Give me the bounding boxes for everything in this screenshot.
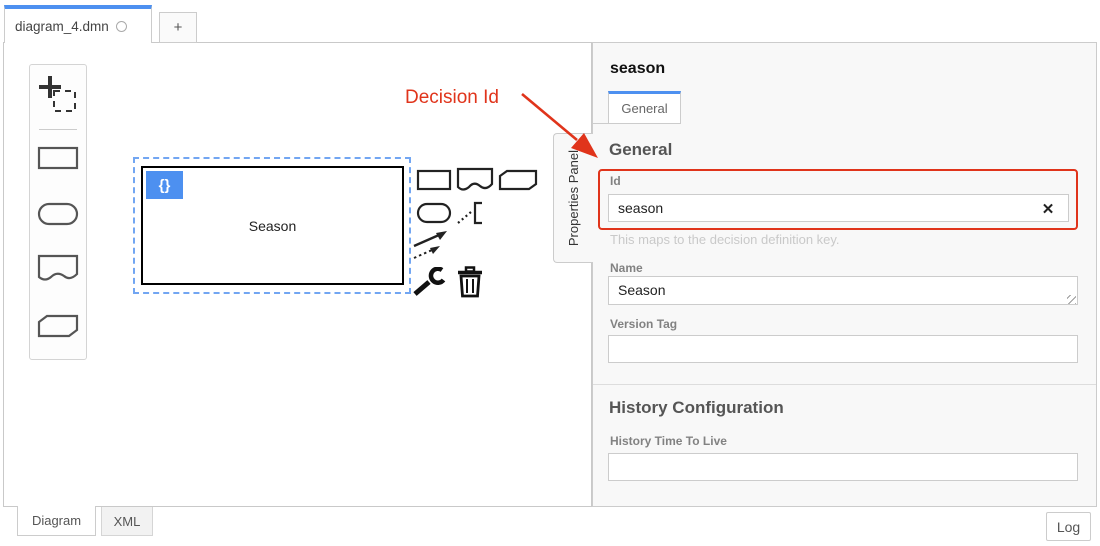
history-ttl-input[interactable] xyxy=(608,453,1078,481)
decision-shape-season[interactable]: {} Season xyxy=(141,166,404,285)
name-label: Name xyxy=(610,261,643,275)
properties-panel-toggle-label: Properties Panel xyxy=(566,149,581,247)
trash-icon[interactable] xyxy=(456,266,484,298)
append-business-knowledge-icon[interactable] xyxy=(498,169,538,191)
general-section-heading: General xyxy=(609,140,673,159)
element-title: season xyxy=(610,60,666,77)
history-ttl-label: History Time To Live xyxy=(610,434,727,448)
append-decision-icon[interactable] xyxy=(416,169,452,191)
log-button-label: Log xyxy=(1056,518,1081,535)
bottom-tab-diagram[interactable]: Diagram xyxy=(17,506,96,536)
new-tab-label: + xyxy=(173,19,183,36)
id-input[interactable] xyxy=(608,194,1069,222)
unsaved-indicator-icon xyxy=(115,20,127,32)
history-section-heading: History Configuration xyxy=(609,398,784,417)
diagram-canvas[interactable]: {} Season xyxy=(3,42,592,507)
bottom-tab-xml-label: XML xyxy=(113,513,141,529)
decision-label: Season xyxy=(248,217,297,234)
tab-general-label: General xyxy=(621,101,668,116)
section-divider xyxy=(593,384,1096,385)
annotation-decision-id: Decision Id xyxy=(405,87,499,108)
wrench-icon[interactable] xyxy=(412,267,446,297)
create-knowledge-source-icon[interactable] xyxy=(30,254,86,283)
clear-id-icon[interactable]: ✕ xyxy=(1041,201,1055,218)
connect-icon[interactable] xyxy=(412,229,452,261)
bottom-tab-diagram-label: Diagram xyxy=(31,513,82,528)
id-help-text: This maps to the decision definition key… xyxy=(610,232,840,247)
id-label: Id xyxy=(610,174,621,188)
log-button[interactable]: Log xyxy=(1046,512,1091,541)
properties-panel-toggle[interactable]: Properties Panel xyxy=(553,133,593,263)
version-tag-input[interactable] xyxy=(608,335,1078,363)
palette xyxy=(29,64,87,360)
version-tag-label: Version Tag xyxy=(610,317,678,331)
append-text-annotation-icon[interactable] xyxy=(456,200,484,226)
append-knowledge-source-icon[interactable] xyxy=(456,167,494,193)
context-pad xyxy=(412,167,552,342)
create-decision-icon[interactable] xyxy=(30,146,86,170)
lasso-tool-icon[interactable] xyxy=(30,73,86,115)
create-business-knowledge-icon[interactable] xyxy=(30,314,86,338)
selection-outline xyxy=(133,157,411,294)
name-input[interactable]: Season xyxy=(608,276,1078,305)
new-tab-button[interactable]: + xyxy=(159,12,197,43)
file-tab-label: diagram_4.dmn xyxy=(15,18,109,34)
bottom-tab-xml[interactable]: XML xyxy=(101,507,153,536)
tab-general[interactable]: General xyxy=(608,91,681,124)
append-input-data-icon[interactable] xyxy=(416,202,452,224)
palette-separator xyxy=(39,129,77,130)
file-tab-diagram4[interactable]: diagram_4.dmn xyxy=(4,5,152,43)
properties-panel: season General General Id ✕ This maps to… xyxy=(592,42,1097,507)
create-input-data-icon[interactable] xyxy=(30,202,86,226)
variable-badge: {} xyxy=(146,171,183,199)
